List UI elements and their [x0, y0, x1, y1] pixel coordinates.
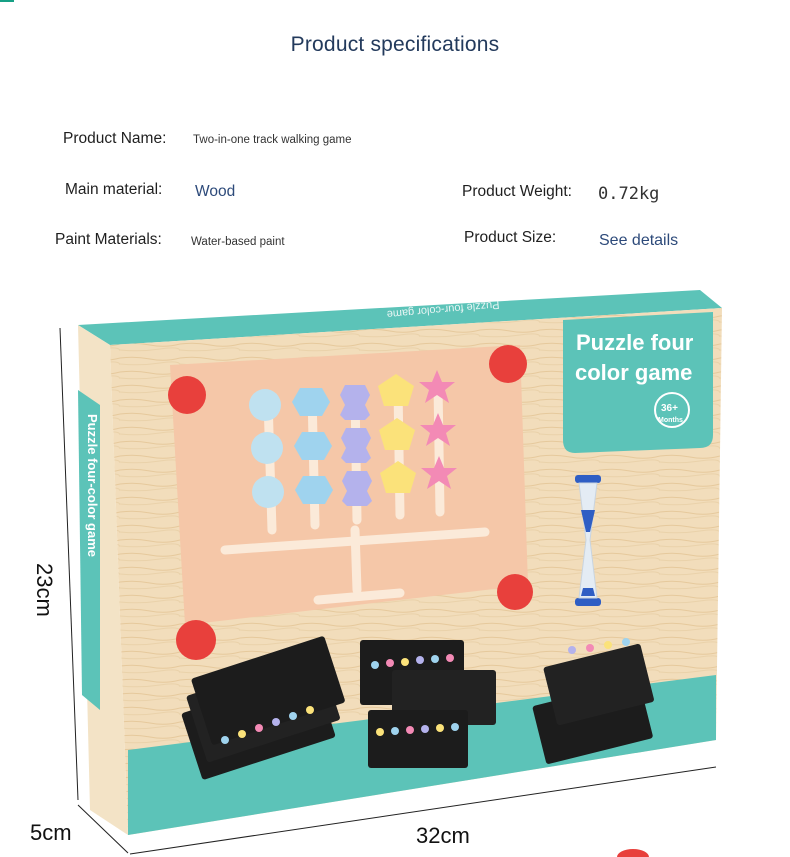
main-material-label: Main material: — [65, 181, 163, 198]
product-name-label: Product Name: — [63, 130, 167, 147]
product-name-value: Two-in-one track walking game — [193, 134, 352, 146]
age-badge — [654, 392, 690, 428]
product-size-value: See details — [599, 232, 679, 249]
box-title-line1: Puzzle four — [576, 330, 694, 355]
paint-materials-label: Paint Materials: — [55, 231, 162, 248]
sand-timer — [575, 475, 601, 606]
width-dimension: 32cm — [416, 823, 470, 848]
width-dimension-line — [129, 766, 717, 855]
card-dots — [221, 638, 630, 744]
blue-circle-pieces — [249, 389, 284, 508]
red-pegs — [168, 345, 533, 660]
box-top-edge — [78, 290, 722, 345]
product-weight-label: Product Weight: — [462, 183, 572, 200]
paint-materials-value: Water-based paint — [191, 236, 285, 248]
box-title-line2: color game — [575, 360, 692, 385]
product-weight-value: 0.72kg — [598, 184, 660, 204]
height-dimension-line — [59, 327, 79, 801]
depth-dimension: 5cm — [30, 820, 72, 845]
lavender-cross-pieces — [340, 385, 372, 506]
pattern-cards — [181, 636, 654, 780]
depth-dimension-line — [77, 804, 129, 854]
height-dimension: 23cm — [32, 563, 57, 617]
corner-accent — [0, 0, 14, 2]
red-peg-fragment — [617, 849, 649, 857]
age-badge-unit: Months — [658, 417, 683, 424]
blue-hexagon-pieces — [292, 388, 333, 504]
box-title-panel — [563, 312, 713, 453]
box-side-panel — [78, 390, 100, 710]
page-title: Product specifications — [290, 33, 500, 56]
product-size-label: Product Size: — [464, 229, 557, 246]
age-badge-number: 36+ — [661, 403, 678, 414]
main-material-value: Wood — [195, 183, 236, 200]
box-side-text: Puzzle four-color game — [85, 414, 100, 557]
yellow-pentagon-pieces — [378, 374, 416, 493]
pink-star-pieces — [419, 370, 457, 489]
product-box-image: Puzzle four-color game Puzzle four-color… — [59, 290, 722, 857]
